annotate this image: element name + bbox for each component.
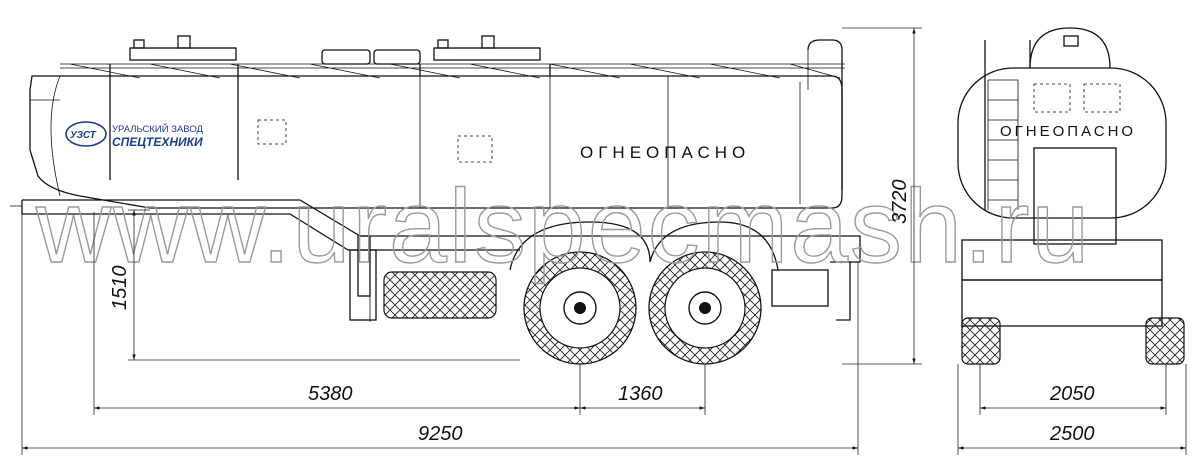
- logo-mark: УЗСТ: [70, 130, 97, 141]
- manhole-rear: [433, 35, 541, 61]
- rear-ladder: [807, 39, 843, 190]
- dim-9250: 9250: [418, 423, 463, 445]
- rear-cabinet: [1033, 147, 1117, 245]
- rear-hatch: [1033, 83, 1071, 113]
- manhole-front: [129, 35, 237, 61]
- side-hatch: [257, 119, 287, 145]
- tank-label-side: ОГНЕОПАСНО: [580, 143, 750, 162]
- spare-wheel: [383, 271, 497, 319]
- rear-wheel-left: [961, 317, 1001, 365]
- side-hatch: [457, 135, 493, 163]
- rear-wheel-right: [1145, 317, 1185, 365]
- logo-line1: УРАЛЬСКИЙ ЗАВОД: [112, 123, 204, 135]
- dim-1510: 1510: [109, 266, 131, 311]
- company-logo: УЗСТ УРАЛЬСКИЙ ЗАВОД СПЕЦТЕХНИКИ: [65, 121, 204, 149]
- chassis-frame: [21, 199, 861, 263]
- dimension-lines: [21, 27, 1187, 455]
- wheel-front: [523, 251, 637, 365]
- rear-ladder-2: [987, 79, 1019, 210]
- dim-2500: 2500: [1049, 423, 1095, 445]
- dim-5380: 5380: [308, 383, 353, 405]
- logo-line2: СПЕЦТЕХНИКИ: [112, 135, 203, 149]
- dim-1360: 1360: [618, 383, 663, 405]
- watermark: www.uralspecmash.ru: [35, 169, 1091, 285]
- rear-view: ОГНЕОПАСНО: [957, 27, 1185, 365]
- wheel-rear: [648, 251, 762, 365]
- tank-body: [29, 75, 843, 209]
- rear-hatch: [1083, 83, 1121, 113]
- rear-tank-body: [957, 67, 1167, 219]
- dim-3720: 3720: [889, 180, 911, 225]
- tank-label-rear: ОГНЕОПАСНО: [1000, 123, 1136, 140]
- rear-dome: [1029, 27, 1111, 69]
- breather-valves: [321, 49, 421, 65]
- top-handrail: [60, 63, 845, 79]
- side-view: УЗСТ УРАЛЬСКИЙ ЗАВОД СПЕЦТЕХНИКИ ОГНЕОПА…: [10, 35, 861, 365]
- dim-2050: 2050: [1049, 383, 1095, 405]
